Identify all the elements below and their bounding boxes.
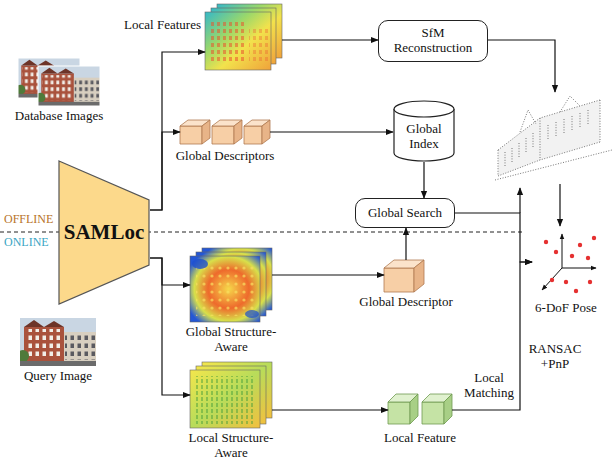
caption: Database Images — [15, 109, 103, 124]
connector-arrow — [272, 274, 384, 275]
network-block: SAMLoc — [58, 160, 150, 305]
connector-arrow — [423, 162, 424, 198]
caption: Local Structure-Aware — [178, 431, 284, 461]
image-group: Database Images — [18, 58, 100, 106]
caption: Global Structure-Aware — [178, 325, 284, 355]
connector-arrow — [455, 213, 532, 262]
caption: Local Features — [124, 18, 201, 33]
connector-arrow — [405, 228, 406, 260]
descriptor-group: Global Descriptors — [180, 116, 270, 146]
heatmap-stack: Local Structure-Aware — [190, 362, 272, 428]
caption: 6-DoF Pose — [535, 301, 597, 316]
feature-cubes: Local Feature — [388, 392, 452, 428]
descriptor-block: Global Descriptor — [384, 260, 428, 292]
connector-arrow — [270, 131, 393, 132]
node-label: Global Search — [368, 206, 442, 221]
connector-arrow — [150, 258, 190, 285]
node-label: SfM Reconstruction — [387, 26, 479, 56]
edge-label: Local Matching — [461, 371, 517, 401]
node-label: SAMLoc — [64, 220, 145, 244]
heatmap-stack: Global Structure-Aware — [190, 248, 272, 322]
connector-arrow — [452, 262, 532, 410]
process-box: SfM Reconstruction — [378, 20, 488, 62]
caption: Global Descriptor — [359, 295, 453, 310]
connector-arrow — [282, 39, 378, 40]
feature-maps: Local Features — [205, 4, 282, 70]
database-cylinder: Global Index — [393, 100, 455, 162]
process-box: Global Search — [355, 198, 455, 228]
cylinder-top — [394, 101, 454, 117]
node-label: Global Index — [397, 122, 451, 152]
connector-arrow — [150, 52, 205, 210]
phase-label: ONLINE — [4, 236, 49, 250]
connector-arrow — [150, 258, 190, 395]
pose-axes: 6-DoF Pose — [532, 228, 600, 298]
caption: Query Image — [24, 369, 92, 384]
caption: Global Descriptors — [176, 149, 275, 164]
step-label: RANSAC +PnP — [524, 342, 586, 372]
connector-arrow — [272, 409, 388, 410]
phase-label: OFFLINE — [4, 213, 53, 227]
caption: Local Feature — [384, 431, 456, 446]
trapezoid-outline — [59, 161, 149, 304]
connector-arrow — [150, 132, 180, 210]
query-image: Query Image — [20, 318, 96, 366]
